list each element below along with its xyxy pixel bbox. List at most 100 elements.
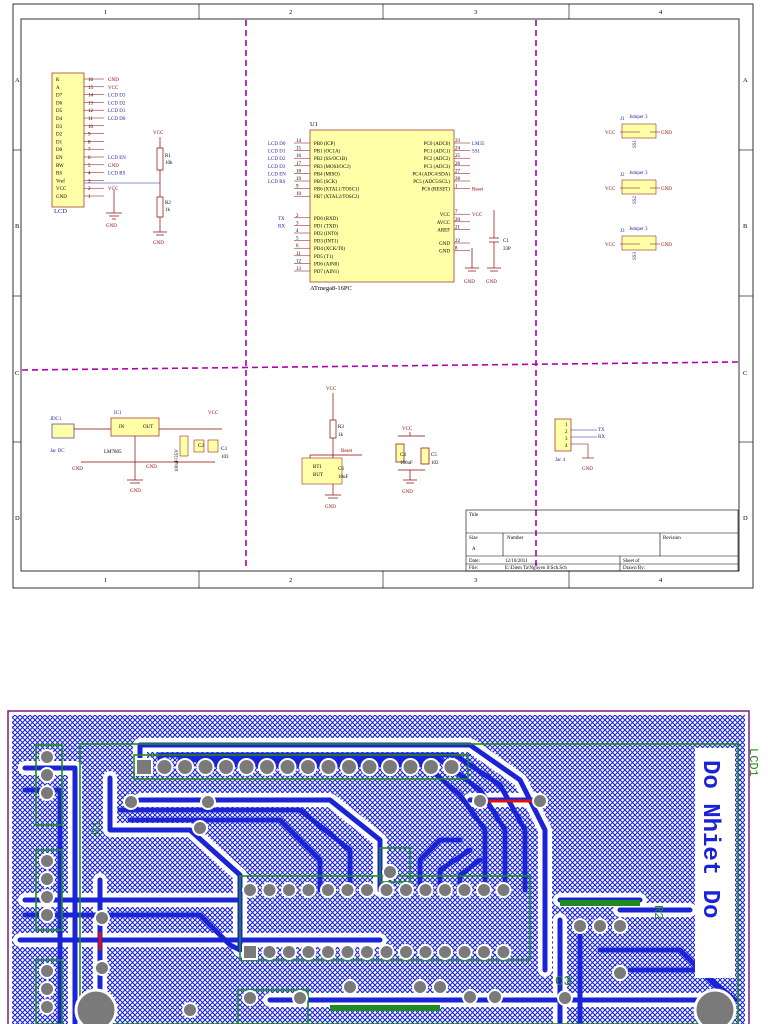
mcu-pin-name: PC0 (ADC0): [424, 142, 451, 147]
lcd-pin-name: K: [56, 78, 60, 83]
col-4-label: 4: [659, 9, 663, 16]
board-text: Do Nhiet Do: [696, 760, 723, 918]
pad-round: [182, 1002, 198, 1018]
lcd-pin-name: D0: [56, 148, 63, 153]
mcu-pin-name: PC4 (ADC4/SDA): [412, 172, 450, 177]
pad-round: [192, 820, 208, 836]
c4-value: 100uF: [400, 461, 413, 466]
mcu-pin-number: 8: [455, 247, 458, 252]
jumper-vcc: VCC: [605, 187, 616, 192]
mcu-pin-name: AVCC: [437, 221, 451, 226]
lcd-pin-name: D7: [56, 94, 63, 99]
lcd-gnd-symbol: [106, 190, 122, 220]
pad-round: [456, 882, 473, 898]
jumper-ref: J2: [620, 173, 625, 178]
bt1-ref: BT1: [313, 465, 322, 470]
c5-ref: C5: [431, 453, 437, 458]
jumper-wires: [98, 799, 540, 950]
mcu-pin-name: PB0 (ICP): [314, 142, 335, 147]
pad-round: [487, 989, 503, 1005]
r2-gnd: GND: [153, 241, 164, 246]
lcd-pin-number: 4: [88, 172, 91, 177]
lcd-pin-name: A: [56, 86, 60, 91]
pad-round: [359, 882, 375, 898]
mcu-pin-number: 7: [455, 210, 458, 215]
jdc-label: Jac DC: [50, 449, 65, 454]
pad-round: [299, 758, 317, 776]
pad-round: [432, 979, 448, 995]
silk-r2: R2: [651, 905, 665, 919]
mcu-pin-number: 3: [296, 221, 299, 226]
power-gnd-1: GND: [72, 467, 83, 472]
decoup-vcc: VCC: [402, 427, 413, 432]
pad-round: [39, 907, 55, 923]
pad-round: [442, 758, 461, 776]
mcu-pin-name: PB6 (XTAL1/TOSC1): [314, 188, 360, 193]
mcu-pin-name: PC1 (ADC1): [424, 150, 451, 155]
pad-round: [495, 882, 512, 898]
lcd-pin-name: D1: [56, 140, 63, 145]
mcu-pin-name: PB5 (SCK): [314, 180, 337, 185]
row-d-label: D: [15, 515, 20, 522]
c1-value: 33P: [503, 247, 511, 252]
pad-round: [94, 960, 110, 976]
mcu-pin-number: 13: [296, 267, 302, 272]
mcu-pin-name: PD7 (AIN1): [314, 270, 339, 275]
r1-vcc: VCC: [153, 131, 164, 136]
mcu-pin-name: PD1 (TXD): [314, 224, 338, 229]
lcd-pin-net: LCD RS: [108, 172, 126, 177]
col-1-label-bottom: 1: [104, 577, 107, 584]
jac4-pin-1: 1: [565, 423, 568, 428]
lcd-pin-net: GND: [108, 164, 119, 169]
lcd-pin-net: VCC: [108, 86, 119, 91]
pad-round: [422, 758, 440, 776]
r2-ref: R2: [165, 201, 171, 206]
pad-round: [342, 979, 358, 995]
jumper-body: [621, 235, 657, 251]
pad-round: [476, 882, 492, 898]
mcu-pin-number: 6: [296, 244, 299, 249]
mcu-pin-number: 4: [296, 229, 299, 234]
c3-value: 103: [221, 455, 229, 460]
pad-square: [242, 944, 258, 960]
tb-date-val: 12/10/2011: [505, 559, 528, 564]
mcu-pin-name: AREF: [437, 228, 450, 233]
board-outline: [7, 710, 750, 1024]
c2-ref: C2: [198, 444, 204, 449]
jac4-tx: TX: [598, 428, 605, 433]
mcu-gnd-1: GND: [464, 280, 475, 285]
pad-round: [398, 882, 414, 898]
lcd-pin-number: 10: [88, 125, 94, 130]
pad-round: [281, 944, 297, 960]
pad-round: [300, 882, 317, 898]
tb-file-val: E:\Diem Ta\Nguyen li\Sch.Sch: [505, 566, 567, 571]
ic1-ref: IC1: [114, 411, 122, 416]
pad-round: [196, 758, 215, 776]
mcu-pin-name: VCC: [440, 213, 451, 218]
mcu-pin-net: LCD D2: [268, 157, 286, 162]
mcu-pin-number: 17: [296, 162, 302, 167]
pad-round: [39, 889, 55, 905]
pad-round: [261, 944, 278, 960]
mcu-pin-number: 16: [296, 154, 302, 159]
tb-title: Title: [469, 513, 479, 518]
pad-round: [281, 882, 297, 898]
pad-round: [319, 758, 338, 776]
lcd-pin-name: D2: [56, 133, 63, 138]
mcu-pin-number: 19: [296, 177, 302, 182]
r1-value: 10k: [165, 161, 173, 166]
lcd-pin-name: D3: [56, 125, 63, 130]
cbig-value: 100uF/35V: [175, 449, 180, 472]
pad-round: [612, 965, 628, 981]
mcu-gnd-2: GND: [486, 280, 497, 285]
pad-round: [320, 882, 336, 898]
c5-value: 103: [431, 461, 439, 466]
r3-value: 1k: [338, 433, 344, 438]
mcu-pin-name: PD3 (INT1): [314, 240, 339, 245]
lcd-ref: LCD: [54, 208, 67, 215]
pad-round: [476, 944, 492, 960]
r2-value: 1k: [165, 208, 171, 213]
pad-round: [176, 758, 194, 776]
